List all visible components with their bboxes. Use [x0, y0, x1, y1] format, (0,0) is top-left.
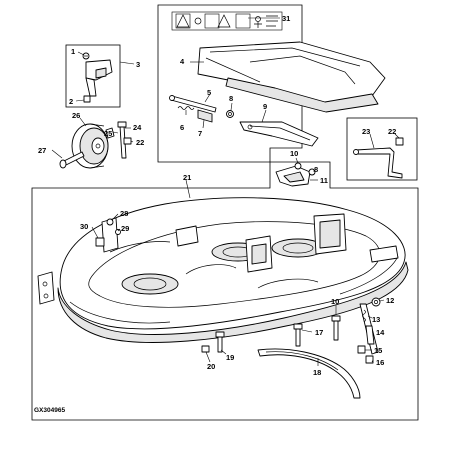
callout-25: 25: [104, 129, 112, 138]
callout-19: 19: [226, 353, 234, 362]
gauge-wheel: [71, 123, 109, 169]
bolt-2: [83, 95, 91, 103]
callout-labels: 1 2 3 4 5 6 7 8 9 31 26 25 24 22 27 23 2…: [34, 14, 396, 414]
callout-18: 18: [313, 368, 321, 377]
lock-nut-22b: [395, 137, 404, 146]
main-deck-box: [31, 161, 419, 421]
callout-27: 27: [38, 146, 46, 155]
washer-12: [371, 297, 381, 307]
link-14: [365, 325, 375, 345]
callout-29: 29: [121, 224, 129, 233]
callout-8a: 8: [229, 94, 233, 103]
callout-5: 5: [207, 88, 211, 97]
deck-bracket: [275, 162, 316, 187]
bolt-17: [293, 323, 303, 347]
gauge-wheel-bracket-box: [65, 44, 135, 108]
pivot-rod: [169, 95, 217, 113]
callout-14: 14: [376, 328, 385, 337]
lift-link-rod: [353, 147, 403, 179]
wheel-shaft-27: [59, 151, 85, 169]
callout-7: 7: [198, 129, 202, 138]
callout-10b: 10: [331, 297, 339, 306]
bolt-1: [82, 52, 90, 60]
callout-8b: 8: [314, 165, 318, 174]
nut-22a: [123, 137, 132, 145]
bolt-10b: [331, 315, 341, 341]
callout-13: 13: [372, 315, 380, 324]
callout-26: 26: [72, 111, 80, 120]
discharge-deflector: [239, 121, 319, 147]
safety-decal: [171, 11, 283, 31]
callout-22a: 22: [136, 138, 144, 147]
deck-trim-strip: [257, 348, 361, 399]
deck-wheel-bracket: [95, 217, 121, 253]
callout-4: 4: [180, 57, 185, 66]
nut-16: [365, 355, 374, 364]
callout-24: 24: [133, 123, 142, 132]
callout-16: 16: [376, 358, 384, 367]
callout-11: 11: [320, 176, 328, 185]
wheel-spacer-25: [105, 127, 115, 139]
callout-30: 30: [80, 222, 88, 231]
mulch-cover: [197, 41, 386, 113]
callout-15: 15: [374, 346, 382, 355]
spring: [177, 106, 195, 110]
callout-10: 10: [290, 149, 298, 158]
callout-6: 6: [180, 123, 184, 132]
lift-link-box: [346, 117, 418, 181]
mower-deck: [37, 197, 409, 343]
mounting-bracket: [85, 59, 113, 97]
nut-15: [357, 345, 366, 354]
callout-9: 9: [263, 102, 267, 111]
mulch-cover-detail-box: [157, 4, 386, 163]
nut-20: [201, 345, 210, 353]
lock-nut-8a: [226, 110, 234, 118]
callout-1: 1: [71, 47, 75, 56]
callout-28: 28: [120, 209, 128, 218]
callout-22b: 22: [388, 127, 396, 136]
callout-20: 20: [207, 362, 215, 371]
callout-21: 21: [183, 173, 191, 182]
callout-12: 12: [386, 296, 394, 305]
hinge-bracket: [197, 109, 213, 123]
bolt-24: [117, 121, 127, 159]
callout-17: 17: [315, 328, 323, 337]
callout-23: 23: [362, 127, 370, 136]
bolt-19: [215, 331, 225, 353]
callout-2: 2: [69, 97, 73, 106]
figure-reference: GX304965: [34, 407, 65, 414]
callout-3: 3: [136, 60, 140, 69]
callout-31: 31: [282, 14, 290, 23]
